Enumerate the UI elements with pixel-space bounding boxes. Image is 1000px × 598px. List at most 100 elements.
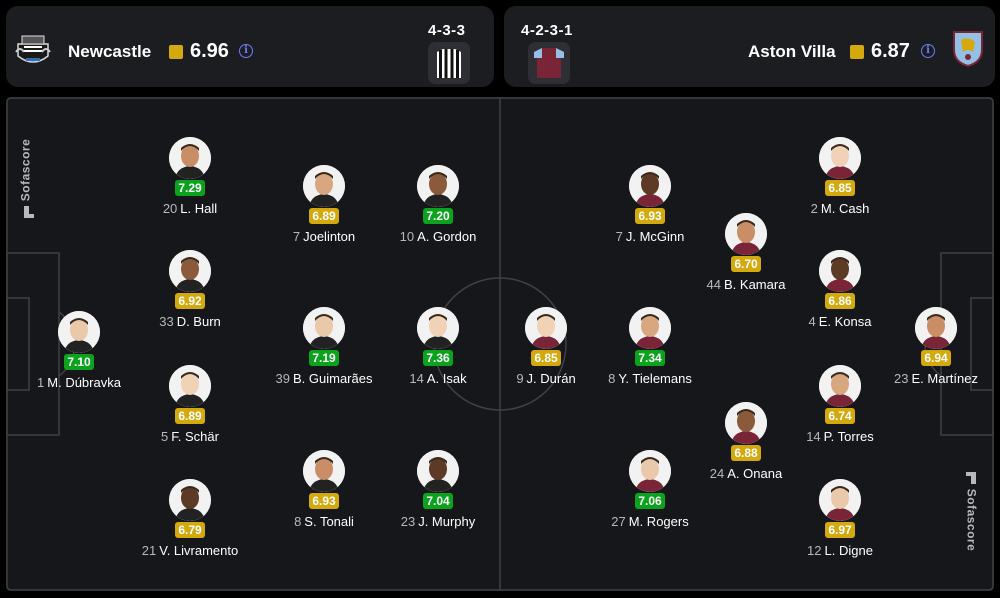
sofascore-logo-icon	[24, 206, 34, 218]
player-avatar[interactable]	[169, 365, 211, 407]
player-name[interactable]: P. Torres	[823, 429, 874, 444]
away-team-name[interactable]: Aston Villa	[748, 42, 836, 61]
player-name[interactable]: E. Konsa	[818, 314, 872, 329]
player-avatar[interactable]	[819, 137, 861, 179]
player-number: 2	[810, 201, 818, 216]
player-name[interactable]: F. Schär	[171, 429, 219, 444]
player-name[interactable]: J. McGinn	[625, 229, 685, 244]
player-name[interactable]: Y. Tielemans	[618, 371, 692, 386]
player-number: 8	[608, 371, 616, 386]
player-avatar[interactable]	[303, 450, 345, 492]
player-avatar[interactable]	[169, 479, 211, 521]
home-team-name[interactable]: Newcastle	[68, 42, 152, 61]
player-number: 12	[807, 543, 822, 558]
player-name[interactable]: E. Martínez	[911, 371, 978, 386]
player-avatar[interactable]	[417, 165, 459, 207]
player-rating-badge: 7.04	[423, 493, 453, 509]
info-icon[interactable]: i	[921, 44, 935, 58]
aston-villa-badge-icon[interactable]	[951, 28, 985, 68]
player-avatar[interactable]	[58, 311, 100, 353]
player-avatar[interactable]	[725, 213, 767, 255]
home-rating-square	[169, 45, 183, 59]
player-number: 14	[806, 429, 821, 444]
player-name[interactable]: Joelinton	[303, 229, 356, 244]
player-name[interactable]: L. Digne	[824, 543, 873, 558]
player-avatar[interactable]	[417, 450, 459, 492]
player-rating-badge: 7.29	[175, 180, 205, 196]
home-formation: 4-3-3	[428, 22, 466, 39]
player-number: 7	[615, 229, 623, 244]
player-number: 21	[141, 543, 157, 558]
player-avatar[interactable]	[303, 307, 345, 349]
player-avatar[interactable]	[525, 307, 567, 349]
player-rating-badge: 6.79	[175, 522, 205, 538]
player-name[interactable]: A. Gordon	[417, 229, 477, 244]
player-avatar[interactable]	[629, 165, 671, 207]
player-name[interactable]: A. Isak	[426, 371, 467, 386]
player-name[interactable]: M. Cash	[820, 201, 870, 216]
player-name[interactable]: B. Kamara	[724, 277, 786, 292]
player-number: 23	[894, 371, 909, 386]
player-avatar[interactable]	[819, 365, 861, 407]
player-avatar[interactable]	[819, 479, 861, 521]
player-avatar[interactable]	[169, 250, 211, 292]
player-name[interactable]: A. Onana	[727, 466, 783, 481]
info-icon[interactable]: i	[239, 44, 253, 58]
away-team-rating: 6.87	[871, 40, 910, 62]
player-name[interactable]: M. Dúbravka	[47, 375, 121, 390]
player-name[interactable]: D. Burn	[176, 314, 221, 329]
player-name[interactable]: S. Tonali	[304, 514, 354, 529]
player-name[interactable]: L. Hall	[180, 201, 218, 216]
player-name[interactable]: J. Murphy	[418, 514, 476, 529]
player-number: 24	[709, 466, 725, 481]
player-number: 39	[275, 371, 290, 386]
player-avatar[interactable]	[303, 165, 345, 207]
player-avatar[interactable]	[629, 450, 671, 492]
player-name[interactable]: M. Rogers	[628, 514, 689, 529]
player-number: 44	[706, 277, 722, 292]
player-avatar[interactable]	[725, 402, 767, 444]
player-avatar[interactable]	[915, 307, 957, 349]
player-avatar[interactable]	[169, 137, 211, 179]
player-number: 10	[399, 229, 415, 244]
player-name[interactable]: J. Durán	[526, 371, 576, 386]
newcastle-badge-icon[interactable]	[14, 30, 52, 70]
player-avatar[interactable]	[417, 307, 459, 349]
player-avatar[interactable]	[819, 250, 861, 292]
player-name[interactable]: B. Guimarães	[292, 371, 373, 386]
home-team-card: Newcastle 6.96 i 4-3-3	[6, 6, 494, 87]
sofascore-logo-icon	[966, 472, 976, 484]
player-avatar[interactable]	[629, 307, 671, 349]
away-formation: 4-2-3-1	[521, 22, 573, 39]
player-name[interactable]: V. Livramento	[159, 543, 239, 558]
